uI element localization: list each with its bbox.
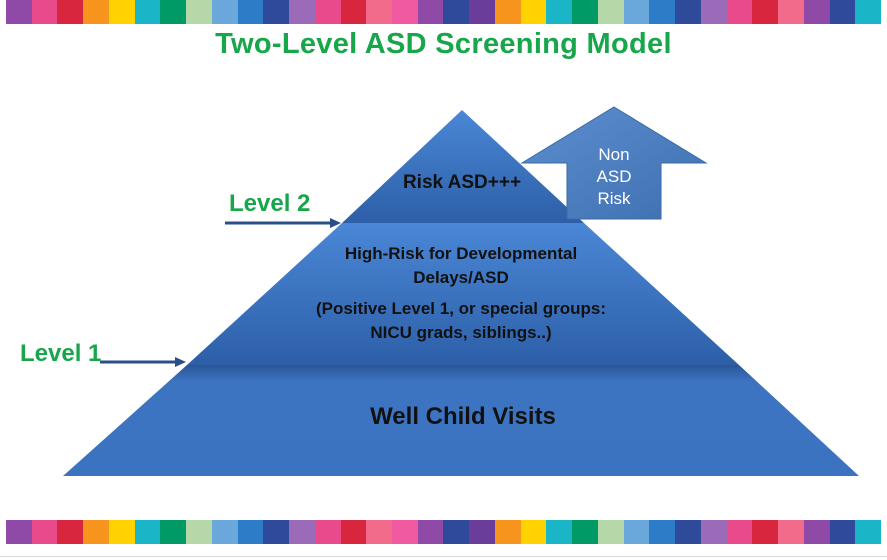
stripe-segment (314, 520, 341, 544)
stripe-segment (289, 0, 315, 24)
stripe-segment (675, 0, 701, 24)
middle-tier-sublabel: (Positive Level 1, or special groups: NI… (315, 299, 607, 342)
stripe-segment (546, 0, 573, 24)
stripe-segment (597, 0, 624, 24)
stripe-segment (392, 0, 418, 24)
stripe-segment (726, 520, 753, 544)
footer-divider (0, 556, 887, 557)
stripe-segment (752, 0, 779, 24)
stripe-segment (803, 0, 830, 24)
stripe-segment (649, 520, 676, 544)
stripe-segment (340, 520, 367, 544)
page-title: Two-Level ASD Screening Model (215, 28, 672, 60)
stripe-segment (623, 0, 650, 24)
stripe-segment (57, 520, 84, 544)
pyramid-base-tier (63, 365, 859, 476)
pyramid-middle-tier (187, 223, 739, 365)
stripe-segment (443, 0, 470, 24)
stripe-segment (83, 520, 109, 544)
stripe-segment (134, 520, 161, 544)
stripe-segment (160, 520, 187, 544)
level2-label: Level 2 (229, 190, 311, 217)
stripe-segment (366, 0, 393, 24)
top-tier-label: Risk ASD+++ (402, 172, 522, 193)
stripe-segment (211, 520, 238, 544)
up-arrow-line-1: Non (598, 145, 630, 164)
stripe-segment (494, 0, 521, 24)
stripe-segment (855, 520, 881, 544)
stripe-segment (6, 0, 32, 24)
up-arrow-line-3: Risk (597, 189, 631, 208)
stripe-segment (186, 0, 212, 24)
stripe-segment (108, 0, 135, 24)
stripe-segment (31, 520, 58, 544)
stripe-segment (289, 520, 315, 544)
stripe-segment (520, 520, 547, 544)
stripe-segment (417, 0, 444, 24)
stripe-segment (108, 520, 135, 544)
stripe-segment (443, 520, 470, 544)
middle-tier-label: High-Risk for Developmental Delays/ASD (344, 244, 578, 287)
stripe-segment (263, 520, 290, 544)
stripe-segment (160, 0, 187, 24)
stripe-segment (778, 520, 804, 544)
stripe-segment (572, 520, 598, 544)
stripe-segment (83, 0, 109, 24)
stripe-segment (392, 520, 418, 544)
stripe-segment (803, 520, 830, 544)
stripe-segment (855, 0, 881, 24)
level1-label: Level 1 (20, 340, 102, 367)
stripe-segment (778, 0, 804, 24)
stripe-segment (649, 0, 676, 24)
stripe-segment (597, 520, 624, 544)
stripe-segment (623, 520, 650, 544)
stripe-segment (829, 520, 856, 544)
stripe-segment (417, 520, 444, 544)
stripe-segment (186, 520, 212, 544)
stripe-segment (57, 0, 84, 24)
stripe-segment (31, 0, 58, 24)
stripe-segment (237, 0, 264, 24)
decorative-stripe-top (6, 0, 881, 24)
stripe-segment (211, 0, 238, 24)
stripe-segment (494, 520, 521, 544)
decorative-stripe-bottom (6, 520, 881, 544)
stripe-segment (572, 0, 598, 24)
base-tier-label: Well Child Visits (370, 403, 556, 430)
stripe-segment (263, 0, 290, 24)
stripe-segment (134, 0, 161, 24)
stripe-segment (314, 0, 341, 24)
stripe-segment (829, 0, 856, 24)
up-arrow-label: Non ASD Risk (567, 144, 661, 210)
stripe-segment (469, 0, 495, 24)
up-arrow-shape (520, 106, 708, 220)
pyramid-top-tier (342, 110, 584, 223)
stripe-segment (6, 520, 32, 544)
stripe-segment (366, 520, 393, 544)
level1-pointer-arrow (100, 357, 186, 367)
stripe-segment (752, 520, 779, 544)
stripe-segment (726, 0, 753, 24)
stripe-segment (237, 520, 264, 544)
stripe-segment (340, 0, 367, 24)
up-arrow-line-2: ASD (596, 167, 632, 186)
stripe-segment (675, 520, 701, 544)
stripe-segment (546, 520, 573, 544)
stripe-segment (700, 0, 727, 24)
level2-pointer-arrow (225, 218, 341, 228)
stripe-segment (700, 520, 727, 544)
stripe-segment (469, 520, 495, 544)
stripe-segment (520, 0, 547, 24)
